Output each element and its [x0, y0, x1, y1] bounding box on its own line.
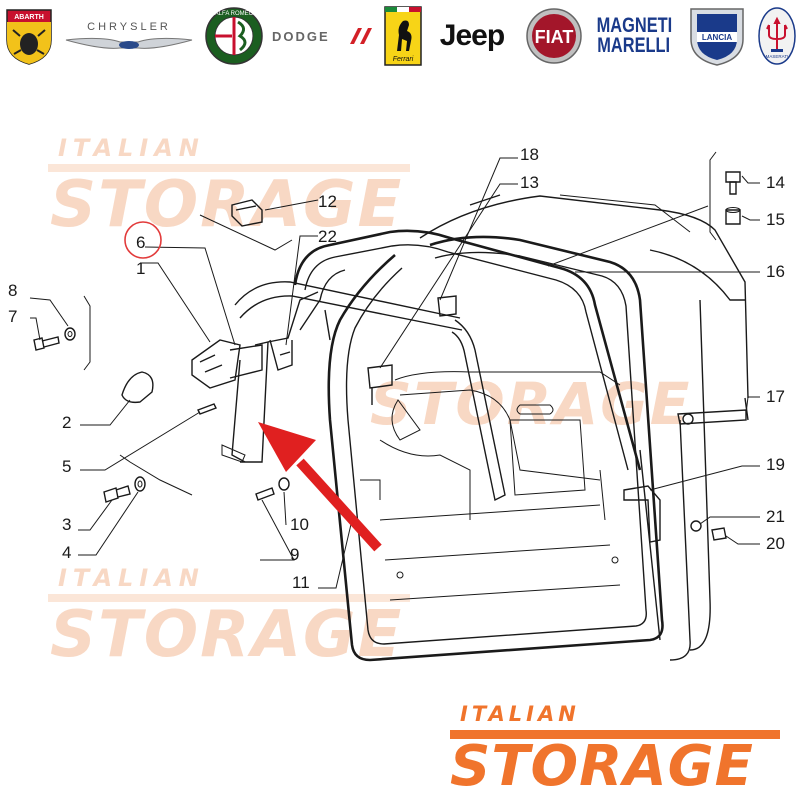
fiat-badge-icon: FIAT: [526, 8, 582, 64]
part-label-21: 21: [766, 507, 785, 526]
part-label-19: 19: [766, 455, 785, 474]
part-label-15: 15: [766, 210, 785, 229]
alfa-romeo-badge-icon: ALFA ROMEO: [205, 7, 263, 65]
vehicle-body-outline: [419, 194, 749, 661]
marelli-wordmark: MARELLI: [597, 34, 671, 57]
part-label-7: 7: [8, 307, 17, 326]
highlight-circle-part-6: [124, 221, 162, 259]
watermark-bar-bottom: [48, 594, 410, 602]
brand-underline-bar: [450, 730, 780, 739]
svg-text:ALFA ROMEO: ALFA ROMEO: [215, 11, 254, 17]
svg-text:LANCIA: LANCIA: [702, 33, 732, 42]
watermark-storage-top: STORAGE: [50, 168, 404, 242]
part-label-18: 18: [520, 145, 539, 164]
chrysler-wings-icon: CHRYSLER: [65, 21, 193, 49]
alfa-romeo-logo: ALFA ROMEO: [203, 6, 265, 66]
magneti-wordmark: MAGNETI: [596, 14, 672, 37]
svg-text:Ferrari: Ferrari: [393, 56, 414, 63]
part-label-4: 4: [62, 543, 71, 562]
watermark-storage-bottom: STORAGE: [50, 598, 404, 672]
part-label-6: 6: [136, 233, 145, 252]
svg-text:FIAT: FIAT: [535, 27, 574, 47]
ferrari-horse-icon: Ferrari: [384, 6, 422, 66]
part-label-14: 14: [766, 173, 785, 192]
watermark-italian-top: ITALIAN: [58, 134, 205, 162]
fiat-logo: FIAT: [524, 6, 584, 66]
part-label-12: 12: [318, 192, 337, 211]
part-label-13: 13: [520, 173, 539, 192]
part-label-22: 22: [318, 227, 337, 246]
magneti-marelli-logo: MAGNETI MARELLI: [588, 6, 680, 66]
part-label-2: 2: [62, 413, 71, 432]
lancia-shield-icon: LANCIA: [690, 8, 744, 66]
dodge-wordmark-icon: DODGE: [272, 28, 372, 44]
small-parts: [33, 151, 747, 543]
window-seal: [293, 229, 642, 471]
watermark-bar-top: [48, 164, 410, 172]
ferrari-logo: Ferrari: [382, 6, 424, 66]
leader-lines: [29, 157, 760, 589]
lancia-logo: LANCIA: [684, 6, 750, 66]
brand-italian-text: ITALIAN: [460, 702, 580, 726]
part-label-1: 1: [136, 259, 145, 278]
jeep-logo: Jeep: [428, 6, 516, 66]
part-labels: 6 1 8 7 2 5 3 4 10 9 11 12 22 18 13 14 1…: [8, 145, 785, 592]
jeep-wordmark: Jeep: [439, 19, 505, 52]
part-label-10: 10: [290, 515, 309, 534]
part-label-3: 3: [62, 515, 71, 534]
red-arrow-indicator: [258, 422, 382, 552]
part-label-9: 9: [290, 545, 299, 564]
part-label-11: 11: [292, 573, 310, 592]
part-label-8: 8: [8, 281, 17, 300]
svg-text:CHRYSLER: CHRYSLER: [87, 21, 171, 33]
brand-logo-strip: ABARTH CHRYSLER ALFA ROMEO DODGE: [0, 0, 800, 72]
part-label-17: 17: [766, 387, 785, 406]
svg-text:MASERATI: MASERATI: [766, 54, 789, 59]
part-label-20: 20: [766, 534, 785, 553]
part-label-16: 16: [766, 262, 785, 281]
cap-part-2: [121, 371, 154, 404]
watermark-storage-mid: STORAGE: [370, 370, 692, 438]
maserati-logo: MASERATI: [756, 6, 798, 66]
svg-text:ABARTH: ABARTH: [14, 14, 44, 21]
hinge-assembly: [191, 291, 319, 463]
dodge-logo: DODGE: [270, 6, 374, 66]
watermark-italian-bottom: ITALIAN: [58, 564, 205, 592]
maserati-trident-icon: MASERATI: [758, 7, 796, 65]
part-label-5: 5: [62, 457, 71, 476]
brand-storage-text: STORAGE: [450, 734, 754, 799]
abarth-logo: ABARTH: [2, 6, 56, 66]
svg-text:DODGE: DODGE: [272, 29, 330, 44]
chrysler-logo: CHRYSLER: [62, 6, 196, 66]
abarth-shield-icon: ABARTH: [6, 9, 52, 65]
